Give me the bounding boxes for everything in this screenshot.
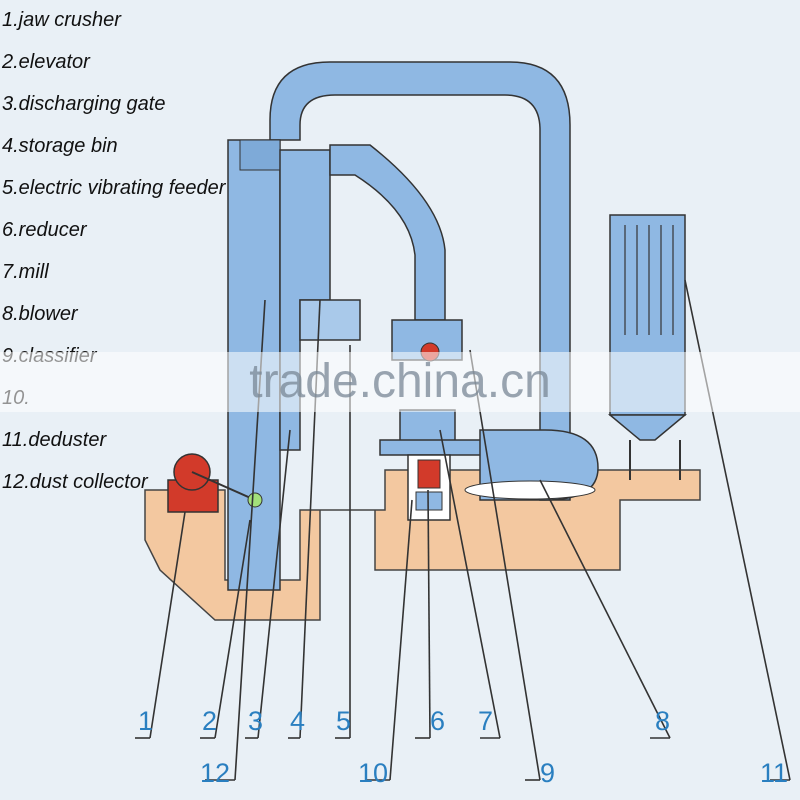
watermark-text: trade.china.cn	[249, 355, 551, 408]
legend-item: 6.reducer	[2, 219, 87, 241]
legend-item: 3.discharging gate	[2, 93, 166, 115]
legend-item: 5.electric vibrating feeder	[2, 177, 226, 199]
callout-12: 12	[200, 758, 230, 788]
legend-item: 1.jaw crusher	[2, 9, 121, 31]
legend-item: 11.deduster	[2, 429, 107, 451]
legend-item: 8.blower	[2, 303, 78, 325]
callout-9: 9	[540, 758, 555, 788]
reducer-base	[415, 491, 443, 511]
legend-item: 12.dust collector	[2, 471, 148, 493]
callout-4: 4	[290, 706, 305, 736]
callout-7: 7	[478, 706, 493, 736]
dust-collector-hopper	[607, 414, 688, 441]
watermark-band	[0, 352, 800, 412]
legend: 1.jaw crusher 2.elevator 3.discharging g…	[2, 6, 225, 510]
callout-8: 8	[655, 706, 670, 736]
callout-3: 3	[248, 706, 263, 736]
callout-1: 1	[138, 706, 153, 736]
filter-bags	[624, 225, 674, 335]
callout-5: 5	[336, 706, 351, 736]
callout-2: 2	[202, 706, 217, 736]
mill-duct	[329, 144, 446, 321]
blower-base	[464, 480, 596, 500]
elevator-head	[239, 139, 281, 171]
feeder-box	[299, 299, 361, 341]
callout-10: 10	[358, 758, 388, 788]
legend-item: 4.storage bin	[2, 135, 118, 157]
elevator-pulley	[247, 492, 263, 508]
legend-item: 2.elevator	[2, 51, 90, 73]
legend-item: 7.mill	[2, 261, 49, 283]
foundation	[144, 469, 701, 621]
callout-11: 11	[760, 758, 788, 788]
callout-6: 6	[430, 706, 445, 736]
reducer	[417, 459, 441, 489]
